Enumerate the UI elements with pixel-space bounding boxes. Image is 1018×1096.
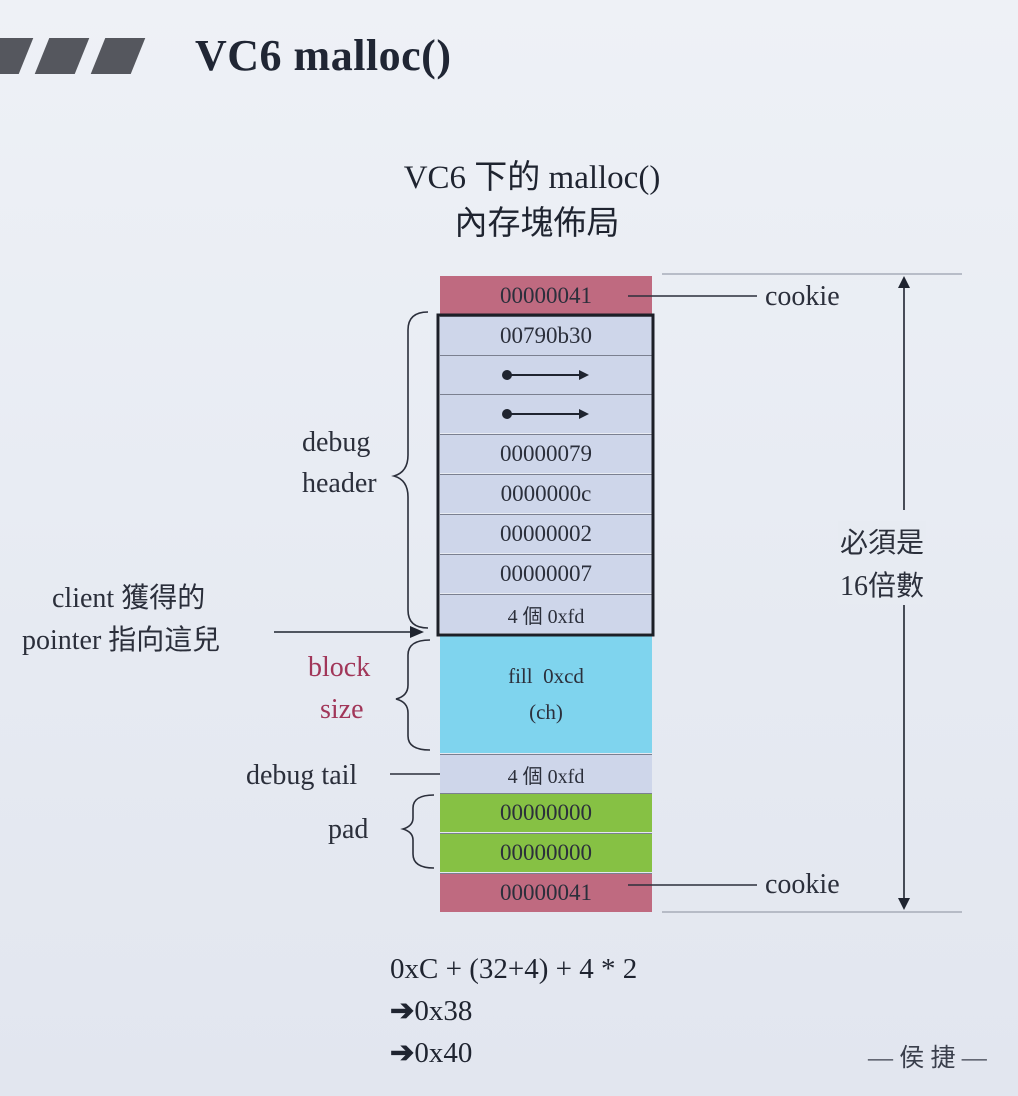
formula-line-2: ➔0x38 (390, 993, 472, 1028)
header-cell-6: 00000002 (440, 514, 652, 553)
subtitle-line-2: 內存塊佈局 (454, 206, 620, 242)
formula-line-3: ➔0x40 (390, 1035, 472, 1070)
pointer-arrow-icon (502, 409, 589, 419)
right-arrow-icon: ➔ (390, 1037, 415, 1069)
pad-cell-1: 00000000 (440, 793, 652, 832)
multiple-label-2: 16倍數 (838, 564, 927, 604)
formula-result-2: 0x40 (414, 1037, 473, 1069)
pointer-arrow-icon (502, 370, 589, 380)
author-credit: — 侯 捷 — (868, 1045, 987, 1072)
block-size-brace (395, 639, 431, 751)
debug-header-brace (391, 311, 429, 629)
right-arrow-icon: ➔ (390, 995, 415, 1027)
pad-label: pad (328, 814, 369, 845)
subtitle-line-1: VC6 下的 malloc() (403, 160, 661, 196)
debug-tail-label: debug tail (246, 760, 358, 791)
header-cell-7: 00000007 (440, 554, 652, 593)
cookie-top-label: cookie (765, 281, 840, 312)
header-cell-3 (440, 394, 652, 433)
header-cell-8: 4 個 0xfd (440, 594, 652, 633)
debug-tail-cell: 4 個 0xfd (440, 754, 652, 793)
cookie-bottom-cell: 00000041 (440, 873, 652, 912)
fill-cell: fill 0xcd (ch) (440, 634, 652, 753)
client-label-2: pointer 指向這兒 (22, 625, 221, 656)
cookie-bottom-label: cookie (765, 869, 840, 900)
cookie-top-cell: 00000041 (440, 276, 652, 315)
dimension-arrow-up-icon (898, 276, 910, 288)
pad-brace (400, 794, 435, 869)
header-cell-5: 0000000c (440, 474, 652, 513)
block-size-label-1: block (308, 652, 371, 683)
dimension-arrow-down-icon (898, 898, 910, 910)
debug-header-label-1: debug (302, 427, 371, 458)
multiple-label-1: 必須是 (838, 521, 927, 561)
fill-cell-line-2: (ch) (529, 700, 563, 724)
header-cell-4: 00000079 (440, 434, 652, 473)
formula-result-1: 0x38 (414, 995, 473, 1027)
block-size-label-2: size (320, 694, 364, 725)
pad-cell-2: 00000000 (440, 833, 652, 872)
slide-title: VC6 malloc() (195, 31, 452, 80)
client-pointer-arrow-head-icon (410, 626, 424, 638)
debug-header-outline (436, 313, 655, 637)
formula-line-1: 0xC + (32+4) + 4 * 2 (390, 953, 638, 985)
client-label-1: client 獲得的 (52, 583, 206, 614)
header-cell-2 (440, 355, 652, 394)
fill-cell-line-1: fill 0xcd (508, 664, 584, 688)
debug-header-label-2: header (302, 468, 377, 499)
